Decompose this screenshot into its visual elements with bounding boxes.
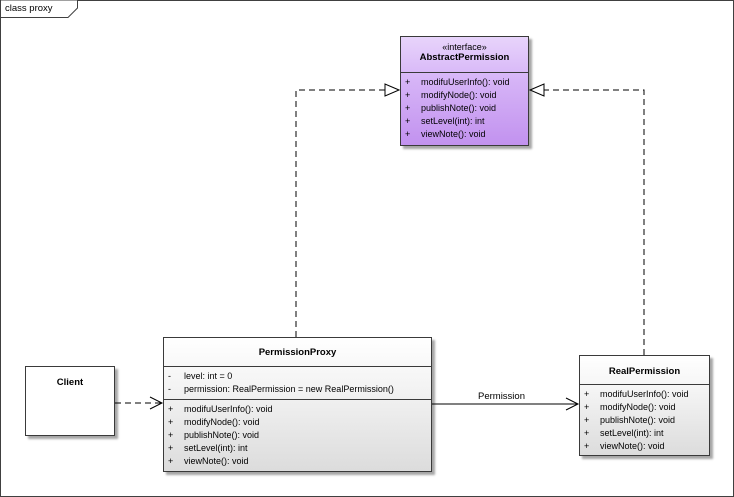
class-abstract-permission[interactable]: «interface» AbstractPermission +modifuUs… xyxy=(400,36,529,146)
class-client[interactable]: Client xyxy=(25,366,115,436)
operations-section: +modifuUserInfo(): void +modifyNode(): v… xyxy=(580,385,709,456)
operation-row: +viewNote(): void xyxy=(405,129,486,139)
operations-section: +modifuUserInfo(): void +modifyNode(): v… xyxy=(401,73,528,144)
class-header: PermissionProxy xyxy=(164,338,431,367)
realization-real-line xyxy=(543,89,645,355)
class-header: RealPermission xyxy=(580,356,709,385)
operation-row: +modifyNode(): void xyxy=(405,90,497,100)
frame-title: class proxy xyxy=(5,3,53,14)
class-name: AbstractPermission xyxy=(419,52,510,63)
class-name: PermissionProxy xyxy=(258,347,337,358)
operations-section: +modifuUserInfo(): void +modifyNode(): v… xyxy=(164,400,431,471)
class-permission-proxy[interactable]: PermissionProxy -level: int = 0 -permiss… xyxy=(163,337,432,472)
attribute-row: -level: int = 0 xyxy=(168,371,233,381)
operation-row: +setLevel(int): int xyxy=(168,443,248,453)
realization-proxy-arrowhead xyxy=(384,83,401,97)
operation-row: +publishNote(): void xyxy=(168,430,260,440)
realization-proxy-line xyxy=(295,89,386,337)
operation-row: +modifuUserInfo(): void xyxy=(584,389,689,399)
operation-row: +modifyNode(): void xyxy=(584,402,676,412)
association-arrowhead xyxy=(565,397,580,411)
class-name: Client xyxy=(56,377,84,388)
operation-row: +modifuUserInfo(): void xyxy=(405,77,510,87)
operation-row: +viewNote(): void xyxy=(168,456,249,466)
class-header: «interface» AbstractPermission xyxy=(401,37,528,73)
realization-real-arrowhead xyxy=(528,83,545,97)
operation-row: +modifuUserInfo(): void xyxy=(168,404,273,414)
attribute-row: -permission: RealPermission = new RealPe… xyxy=(168,384,394,394)
operation-row: +publishNote(): void xyxy=(584,415,676,425)
operation-row: +modifyNode(): void xyxy=(168,417,260,427)
class-name: RealPermission xyxy=(608,366,681,377)
operation-row: +publishNote(): void xyxy=(405,103,497,113)
operation-row: +setLevel(int): int xyxy=(584,428,664,438)
dependency-arrowhead xyxy=(149,396,164,410)
class-stereotype: «interface» xyxy=(442,42,487,52)
operation-row: +viewNote(): void xyxy=(584,441,665,451)
association-label: Permission xyxy=(478,391,525,402)
attributes-section: -level: int = 0 -permission: RealPermiss… xyxy=(164,367,431,400)
class-real-permission[interactable]: RealPermission +modifuUserInfo(): void +… xyxy=(579,355,710,456)
class-header: Client xyxy=(26,367,114,388)
frame-tab-outline xyxy=(0,0,78,18)
operation-row: +setLevel(int): int xyxy=(405,116,485,126)
